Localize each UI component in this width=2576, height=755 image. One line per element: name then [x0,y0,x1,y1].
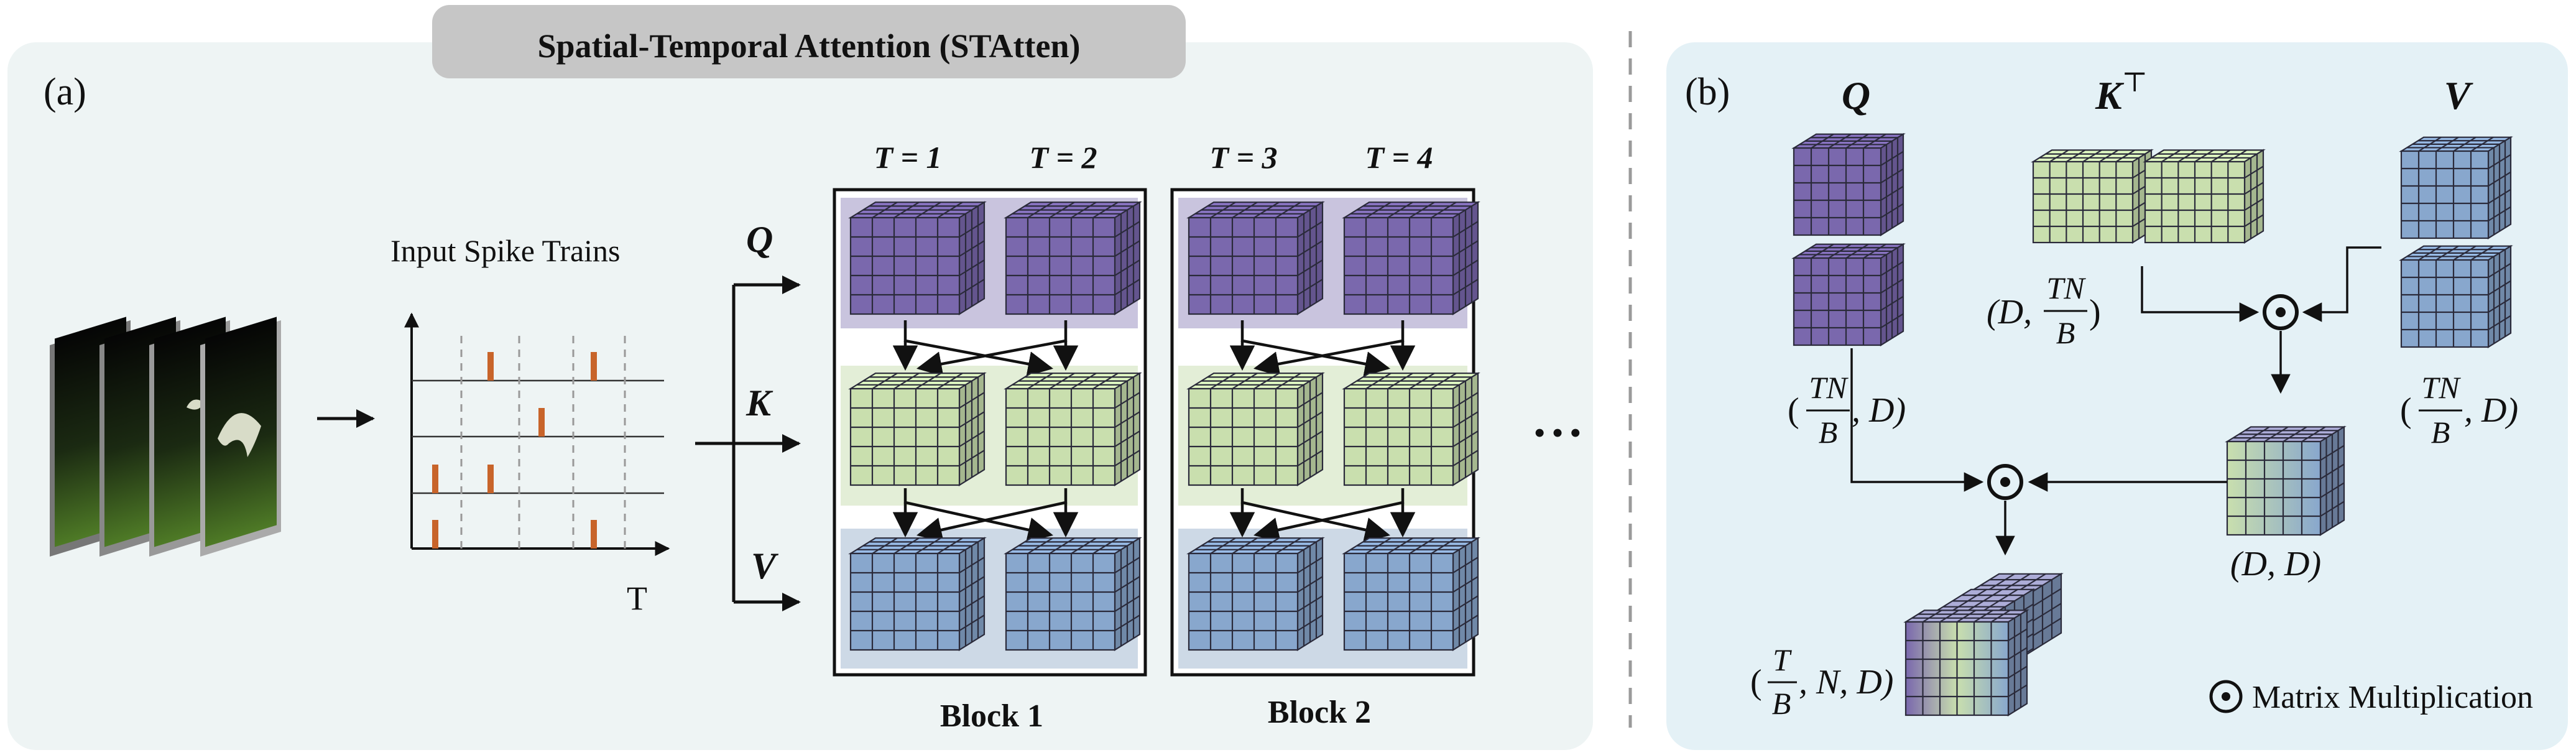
qkv-splitter [695,276,801,611]
v-dim-label: ( TN B , D) [2400,370,2518,450]
svg-text:B: B [2056,315,2075,350]
q-cube-t1 [848,201,987,315]
q-cube-b-bottom [1791,243,1906,346]
k-cube-t1 [848,372,987,486]
time-axis-label: T [627,580,647,617]
svg-text:TN: TN [2421,370,2461,405]
svg-text:, D): , D) [2464,391,2518,430]
spike-train-plot [404,312,670,556]
panel-b-label: (b) [1685,71,1730,113]
block-cross-arrows [892,320,1416,542]
kv-dim-label: (D, D) [2230,545,2321,583]
v-cube-t2 [1004,537,1142,651]
v-cube-t4 [1342,537,1480,651]
output-dim-label: ( T B , N, D) [1750,642,1893,721]
v-cube-t1 [848,537,987,651]
video-frames [50,317,281,557]
q-cube-t2 [1004,201,1142,315]
k-cube-t4 [1342,372,1480,486]
svg-text:, D): , D) [1852,391,1906,430]
panel-a-label: (a) [44,71,86,113]
svg-text:(D,: (D, [1987,293,2032,331]
q-cube-b-top [1791,132,1906,236]
matmul-operator-qkv [1987,464,2023,500]
q-cube-t3 [1186,201,1325,315]
matmul-operator-kv [2263,294,2299,330]
v-label-a: V [751,545,779,586]
svg-text:B: B [1772,686,1791,721]
k-cube-b-left [2031,149,2154,244]
k-label-b: K⊤ [2095,67,2148,118]
block-1-label: Block 1 [940,698,1043,734]
svg-text:T: T [1773,642,1792,677]
k-label-a: K [746,382,773,424]
legend-label: Matrix Multiplication [2252,680,2533,715]
k-transpose-sup: ⊤ [2122,67,2148,98]
ellipsis: • • • [1535,417,1581,450]
legend-matmul-icon [2209,680,2243,713]
svg-text:(: ( [1788,391,1799,430]
output-cube-front [1903,609,2029,716]
q-label-b: Q [1842,73,1870,118]
time-label-3: T = 3 [1209,140,1277,175]
q-dim-label: ( TN B , D) [1788,370,1906,450]
svg-text:(: ( [2400,391,2412,430]
input-spike-trains-label: Input Spike Trains [390,233,621,268]
v-cube-b-top [2399,136,2513,239]
svg-text:TN: TN [2046,271,2086,305]
svg-text:, N, D): , N, D) [1799,663,1893,702]
svg-text:): ) [2089,293,2101,331]
svg-text:TN: TN [1809,370,1849,405]
panel-b-arrows [1850,246,2381,556]
q-label-a: Q [746,219,773,260]
svg-text:B: B [1819,415,1838,450]
k-cube-t2 [1004,372,1142,486]
v-cube-b-bottom [2399,244,2513,348]
diagram-title: Spatial-Temporal Attention (STAtten) [537,27,1080,65]
svg-text:B: B [2431,415,2450,450]
time-label-1: T = 1 [874,140,941,175]
q-cube-t4 [1342,201,1480,315]
kv-result-cube [2225,425,2347,536]
k-dim-label: (D, TN B ) [1987,271,2101,350]
time-label-2: T = 2 [1029,140,1097,175]
v-label-b: V [2444,73,2474,118]
k-cube-t3 [1186,372,1325,486]
v-cube-t3 [1186,537,1325,651]
title-banner [432,5,1186,78]
svg-text:(: ( [1750,663,1762,702]
k-cube-b-right [2143,149,2266,244]
block-2-label: Block 2 [1268,695,1371,730]
tensor-cubes [848,132,2513,716]
time-label-4: T = 4 [1365,140,1433,175]
